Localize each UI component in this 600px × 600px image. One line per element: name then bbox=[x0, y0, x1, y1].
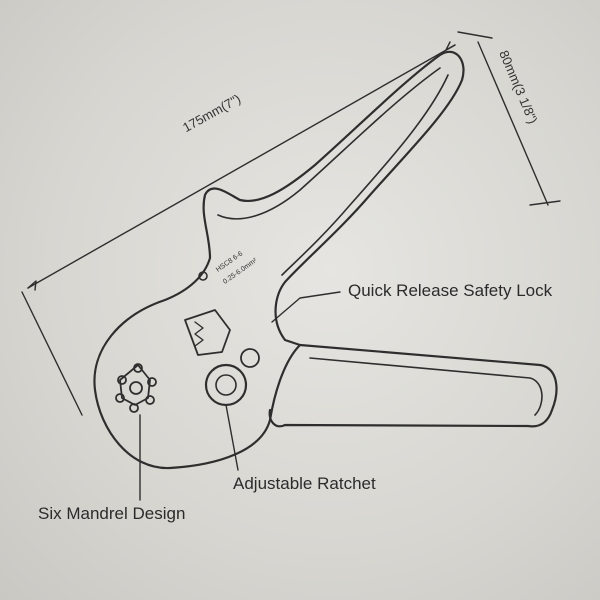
ratchet-wheel bbox=[204, 363, 248, 407]
six-mandrel-die bbox=[115, 363, 157, 413]
upper-handle-inner-edge bbox=[217, 67, 441, 220]
lower-handle-outline bbox=[268, 343, 558, 428]
mandrel-label: Six Mandrel Design bbox=[38, 504, 186, 523]
upper-handle-outline bbox=[93, 50, 465, 470]
release-lock-lever bbox=[184, 309, 231, 356]
ratchet-label: Adjustable Ratchet bbox=[233, 474, 376, 493]
upper-handle-lower-edge bbox=[281, 74, 449, 276]
lower-handle-inner-edge bbox=[309, 357, 543, 416]
ratchet-leader bbox=[225, 404, 239, 471]
length-dimension-line bbox=[21, 41, 456, 416]
release-lock-spring bbox=[194, 321, 204, 347]
ratchet-gear bbox=[240, 348, 260, 368]
quick-release-label: Quick Release Safety Lock bbox=[348, 281, 553, 300]
ratchet-wheel-inner bbox=[215, 374, 237, 396]
width-dimension-line bbox=[457, 31, 561, 206]
quick-release-leader bbox=[271, 291, 341, 323]
body-screw bbox=[198, 271, 208, 281]
